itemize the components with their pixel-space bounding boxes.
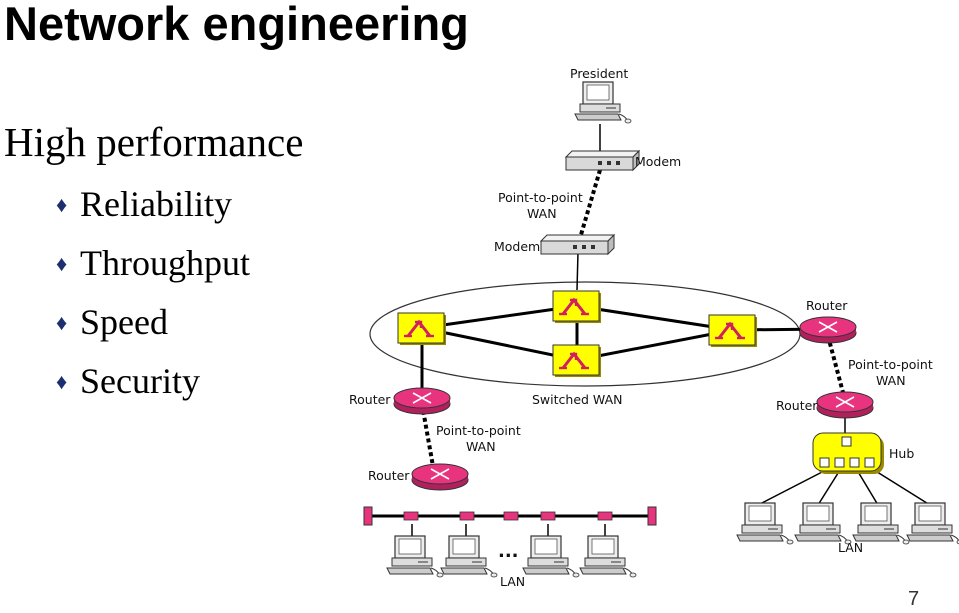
page-number: 7 — [908, 588, 920, 610]
label-lan-left: LAN — [500, 574, 525, 589]
label-ellipsis: ... — [498, 541, 519, 562]
label-president: President — [570, 66, 628, 81]
modem-icon — [565, 150, 640, 171]
diamond-bullet-icon: ♦ — [56, 310, 68, 335]
router-icon — [393, 387, 451, 415]
lan-bus — [363, 506, 657, 526]
slide-title: Network engineering — [4, 0, 469, 50]
bullet-item: ♦ Reliability — [56, 182, 250, 241]
bullet-text: Speed — [80, 302, 168, 342]
bullet-text: Security — [80, 361, 200, 401]
label-switched-wan: Switched WAN — [532, 392, 623, 407]
computer-icon — [852, 502, 910, 545]
switch-icon — [551, 289, 603, 325]
lan-links — [411, 124, 931, 537]
computer-icon — [522, 535, 580, 578]
label-router-right: Router — [806, 298, 848, 313]
diamond-bullet-icon: ♦ — [56, 251, 68, 276]
bullet-text: Reliability — [80, 184, 232, 224]
bullet-text: Throughput — [80, 243, 250, 283]
label-ptp-right-line2: WAN — [876, 373, 906, 388]
label-hub: Hub — [889, 446, 914, 461]
hub-icon — [812, 432, 884, 474]
label-ptp-top-line1: Point-to-point — [498, 190, 583, 205]
router-icon — [411, 463, 469, 491]
point-to-point-links — [420, 169, 847, 473]
label-modem-top: Modem — [635, 154, 681, 169]
computer-icon — [906, 502, 959, 545]
router-icon — [799, 316, 857, 344]
switch-icon — [551, 343, 603, 379]
diamond-bullet-icon: ♦ — [56, 369, 68, 394]
slide-subtitle: High performance — [4, 119, 304, 165]
label-router-hub: Router — [776, 398, 818, 413]
label-ptp-right-line1: Point-to-point — [848, 357, 933, 372]
modem-icon — [540, 234, 615, 255]
computer-icon — [794, 502, 852, 545]
bullet-item: ♦ Security — [56, 359, 250, 418]
switch-icon — [396, 311, 448, 347]
label-lan-right: LAN — [838, 540, 863, 555]
label-ptp-left-line1: Point-to-point — [436, 423, 521, 438]
computer-icon — [440, 535, 498, 578]
bullet-item: ♦ Throughput — [56, 241, 250, 300]
diamond-bullet-icon: ♦ — [56, 192, 68, 217]
label-ptp-top-line2: WAN — [527, 206, 557, 221]
label-modem-mid: Modem — [494, 239, 540, 254]
computer-icon — [579, 535, 637, 578]
router-icon — [816, 391, 874, 419]
label-router-left: Router — [349, 392, 391, 407]
computer-icon — [386, 535, 444, 578]
computer-icon — [736, 502, 794, 545]
label-ptp-left-line2: WAN — [466, 439, 496, 454]
switch-icon — [707, 313, 759, 349]
label-router-lan: Router — [368, 468, 410, 483]
bullet-item: ♦ Speed — [56, 300, 250, 359]
computer-icon — [574, 81, 632, 124]
bullet-list: ♦ Reliability ♦ Throughput ♦ Speed ♦ Securit… — [56, 182, 250, 418]
